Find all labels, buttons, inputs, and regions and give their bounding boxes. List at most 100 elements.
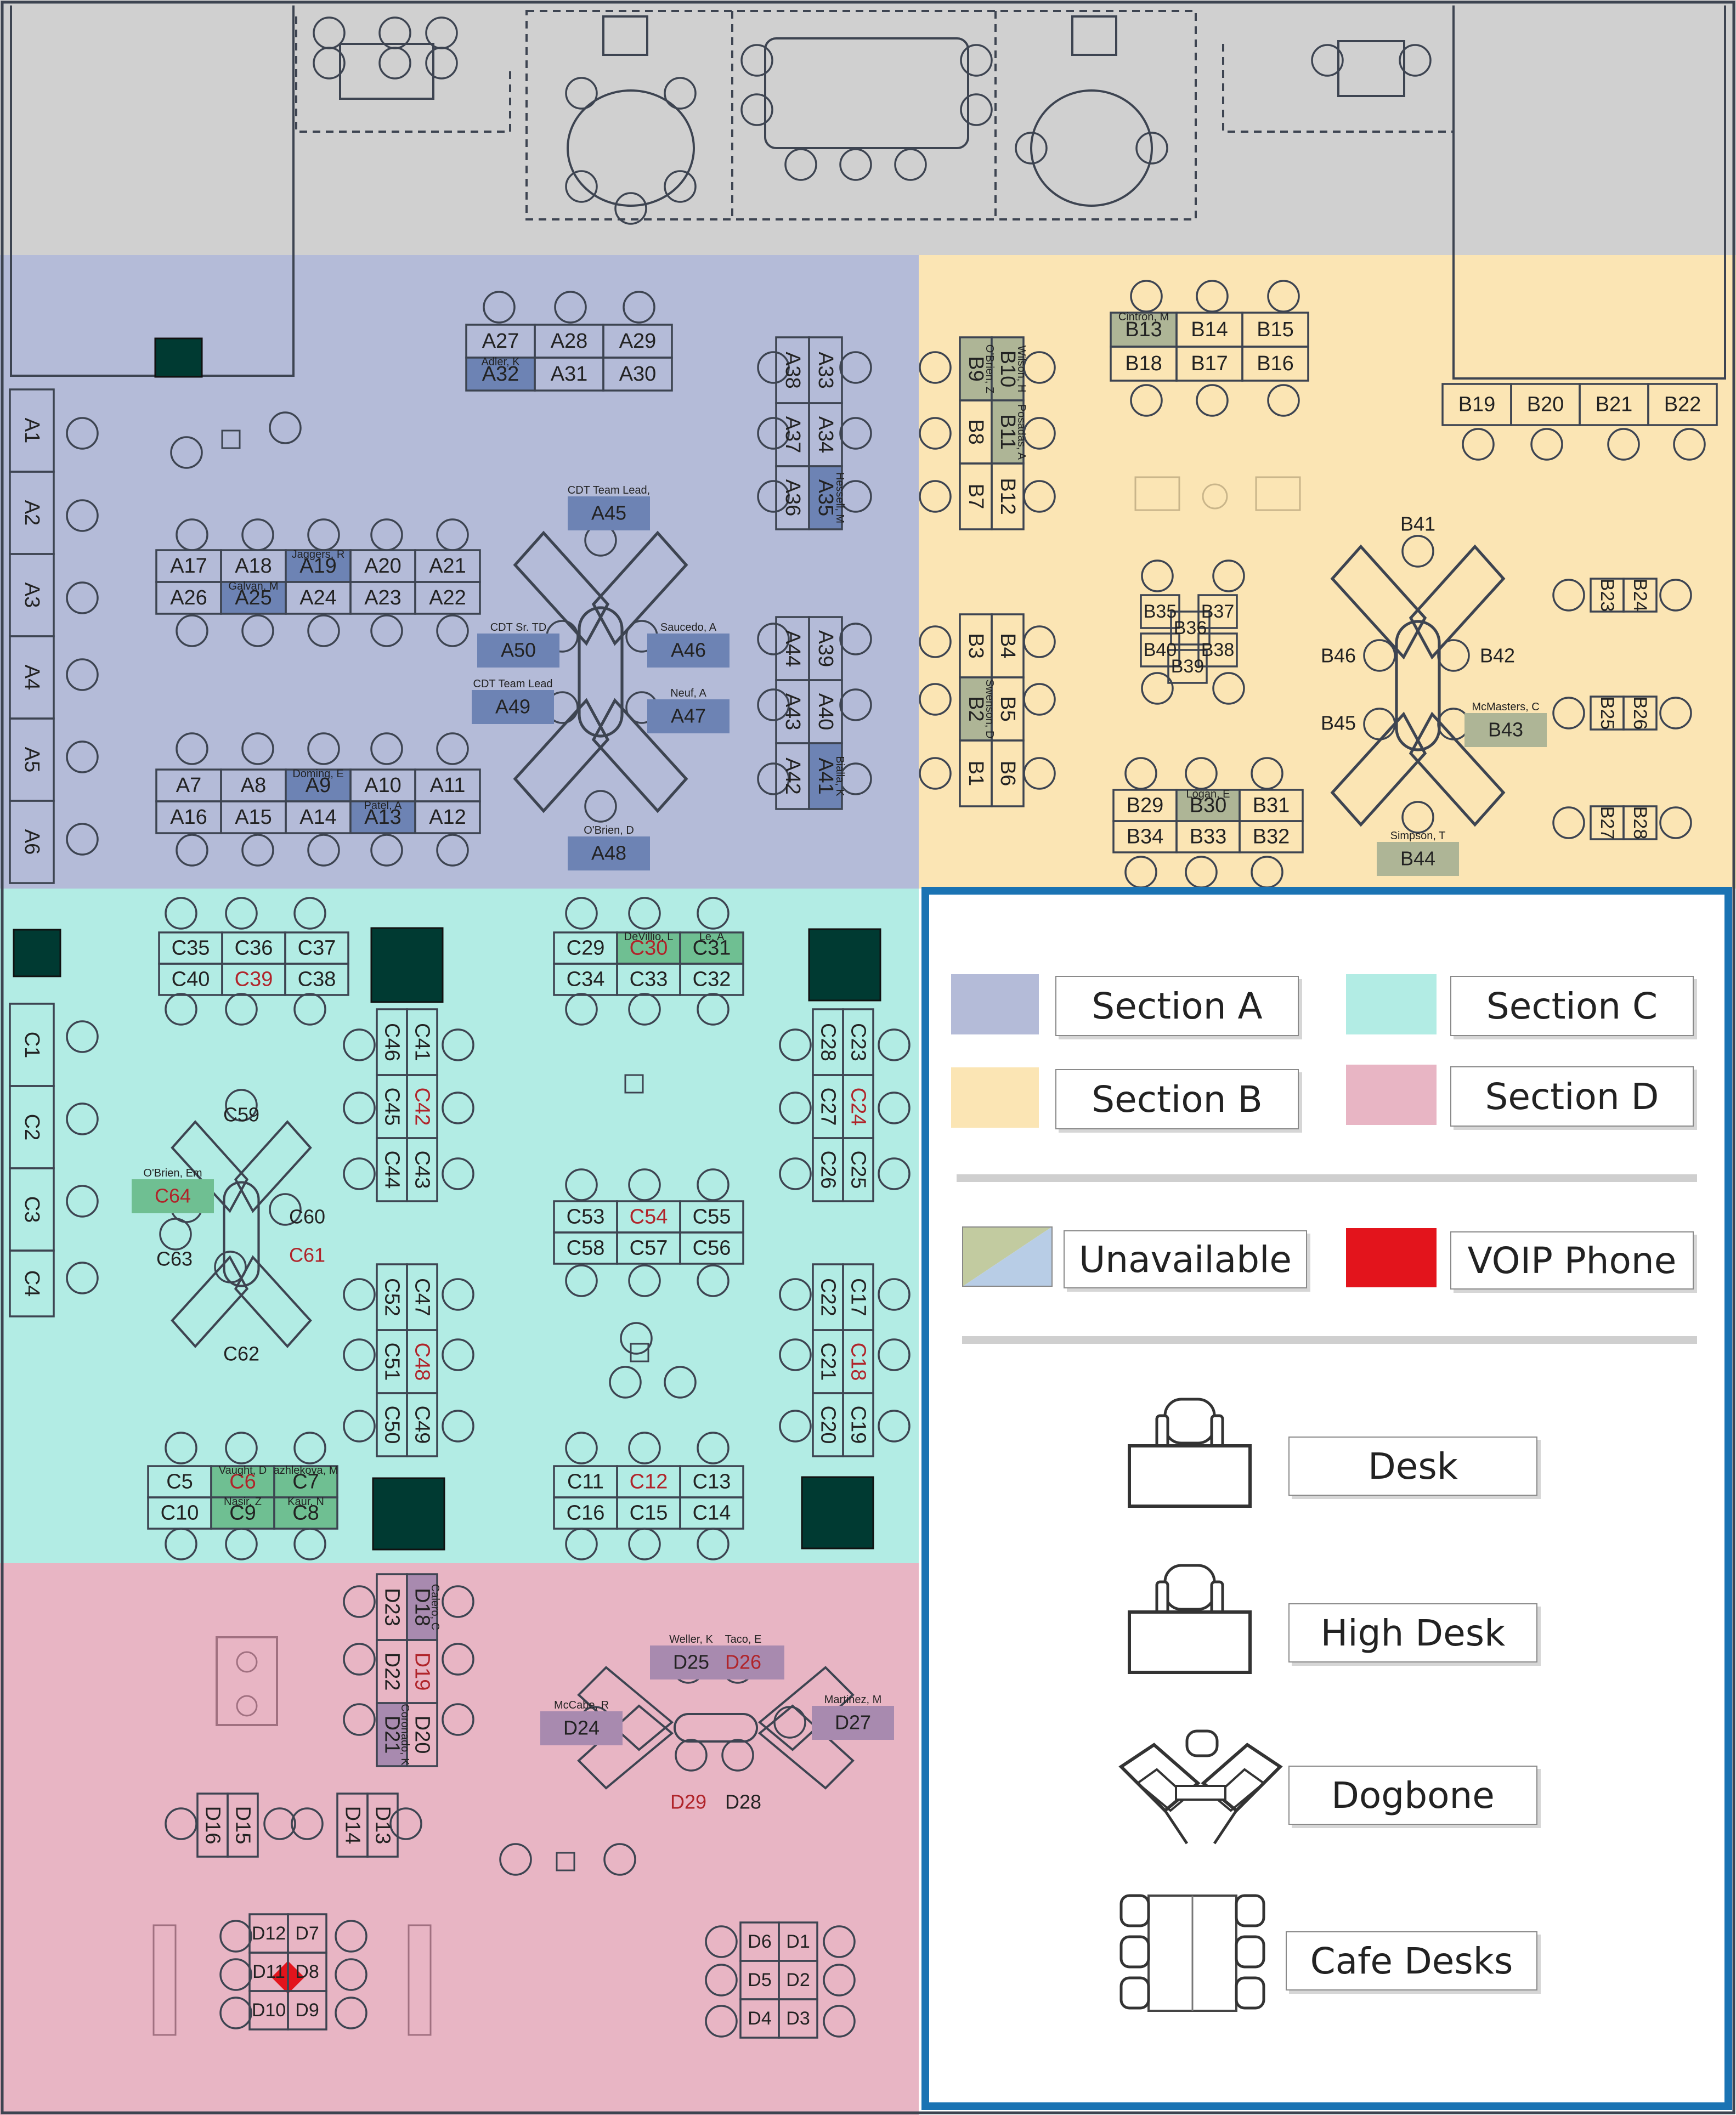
chair[interactable] — [66, 1185, 99, 1218]
chair[interactable] — [442, 1278, 474, 1311]
chair[interactable] — [1141, 559, 1174, 592]
chair[interactable] — [1185, 757, 1218, 790]
chair[interactable] — [565, 1264, 598, 1297]
desk-c6[interactable] — [210, 1465, 275, 1498]
chair[interactable] — [219, 1958, 252, 1991]
chair[interactable] — [779, 1410, 812, 1443]
chair[interactable] — [697, 1168, 730, 1201]
chair[interactable] — [1673, 428, 1706, 461]
desk-d9[interactable] — [287, 1990, 327, 2031]
chair[interactable] — [779, 1092, 812, 1124]
chair[interactable] — [773, 1706, 806, 1739]
chair[interactable] — [839, 623, 872, 655]
chair[interactable] — [628, 993, 661, 1026]
chair[interactable] — [878, 1092, 911, 1124]
chair[interactable] — [241, 834, 274, 867]
desk-d15[interactable] — [227, 1792, 259, 1858]
chair[interactable] — [307, 834, 340, 867]
chair[interactable] — [740, 93, 773, 126]
chair[interactable] — [370, 834, 403, 867]
chair[interactable] — [565, 1432, 598, 1464]
chair[interactable] — [165, 1807, 197, 1840]
chair[interactable] — [442, 1338, 474, 1371]
chair[interactable] — [66, 823, 99, 856]
chair[interactable] — [170, 436, 203, 469]
chair[interactable] — [1659, 806, 1692, 839]
desk-b24[interactable] — [1622, 578, 1658, 613]
chair[interactable] — [839, 417, 872, 450]
chair[interactable] — [389, 1807, 422, 1840]
chair[interactable] — [378, 47, 411, 80]
chair[interactable] — [620, 1322, 653, 1355]
chair[interactable] — [442, 1410, 474, 1443]
chair[interactable] — [675, 1739, 708, 1772]
chair[interactable] — [1141, 672, 1174, 705]
chair[interactable] — [436, 834, 469, 867]
chair[interactable] — [436, 614, 469, 647]
desk-a13[interactable] — [349, 800, 416, 834]
chair[interactable] — [1267, 384, 1300, 417]
chair[interactable] — [335, 1958, 367, 1991]
chair[interactable] — [293, 1432, 326, 1464]
chair[interactable] — [628, 1264, 661, 1297]
desk-d21[interactable] — [376, 1702, 408, 1767]
chair[interactable] — [343, 1092, 376, 1124]
chair[interactable] — [370, 614, 403, 647]
chair[interactable] — [878, 1338, 911, 1371]
chair[interactable] — [960, 44, 993, 77]
chair[interactable] — [697, 897, 730, 930]
chair[interactable] — [894, 148, 927, 181]
chair[interactable] — [1196, 384, 1229, 417]
chair[interactable] — [1124, 757, 1157, 790]
chair[interactable] — [436, 732, 469, 765]
chair[interactable] — [483, 291, 516, 324]
chair[interactable] — [225, 993, 258, 1026]
chair[interactable] — [165, 897, 197, 930]
chair[interactable] — [740, 44, 773, 77]
chair[interactable] — [1311, 44, 1344, 77]
chair[interactable] — [1607, 428, 1640, 461]
chair[interactable] — [343, 1643, 376, 1676]
desk-c25[interactable] — [842, 1137, 874, 1202]
chair[interactable] — [159, 1218, 192, 1251]
chair[interactable] — [1399, 44, 1432, 77]
chair[interactable] — [1212, 672, 1245, 705]
chair[interactable] — [165, 1432, 197, 1464]
chair[interactable] — [307, 732, 340, 765]
chair[interactable] — [721, 1739, 754, 1772]
chair[interactable] — [878, 1410, 911, 1443]
chair[interactable] — [291, 1807, 324, 1840]
chair[interactable] — [225, 1089, 258, 1122]
chair[interactable] — [779, 1157, 812, 1190]
desk-b11[interactable] — [991, 399, 1025, 465]
chair[interactable] — [1530, 428, 1563, 461]
chair[interactable] — [1659, 579, 1692, 612]
chair[interactable] — [66, 417, 99, 450]
chair[interactable] — [307, 614, 340, 647]
chair[interactable] — [1212, 559, 1245, 592]
chair[interactable] — [66, 1020, 99, 1053]
chair[interactable] — [1401, 535, 1434, 568]
chair[interactable] — [442, 1585, 474, 1618]
chair[interactable] — [757, 480, 790, 513]
desk-a30[interactable] — [602, 357, 673, 392]
chair[interactable] — [1659, 697, 1692, 729]
chair[interactable] — [225, 1432, 258, 1464]
chair[interactable] — [343, 1703, 376, 1736]
chair[interactable] — [66, 499, 99, 532]
chair[interactable] — [757, 351, 790, 384]
chair[interactable] — [603, 1843, 636, 1876]
chair[interactable] — [757, 417, 790, 450]
chair[interactable] — [1135, 132, 1168, 165]
chair[interactable] — [442, 1703, 474, 1736]
desk-d20[interactable] — [406, 1702, 438, 1767]
chair[interactable] — [565, 993, 598, 1026]
chair[interactable] — [565, 897, 598, 930]
chair[interactable] — [664, 77, 697, 110]
chair[interactable] — [241, 732, 274, 765]
chair[interactable] — [66, 1262, 99, 1294]
desk-b22[interactable] — [1647, 383, 1718, 426]
desk-a6[interactable] — [9, 800, 55, 884]
desk-d13[interactable] — [366, 1792, 399, 1858]
chair[interactable] — [839, 351, 872, 384]
